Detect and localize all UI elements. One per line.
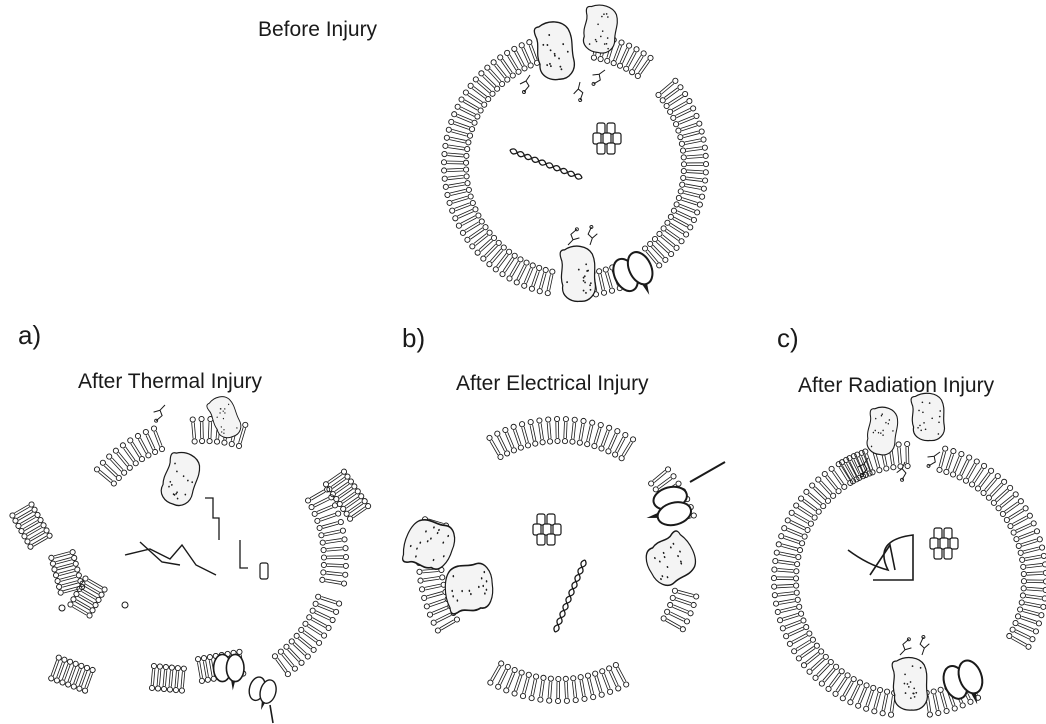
channel-tail [270,705,273,723]
channel-tail [690,462,725,482]
membrane-protein [639,528,702,590]
glycan-chain [895,462,908,482]
panel-c-title: After Radiation Injury [798,374,994,398]
membrane-protein [863,405,900,457]
title-before-injury: Before Injury [258,18,377,42]
cytoskeletal-filament [533,514,561,545]
lipid-bilayer-segment [441,40,555,296]
filament-block [260,563,268,579]
unfolded-filament [205,498,248,568]
lipid-bilayer-segment [94,426,164,486]
radiation-injury-cell [771,393,1046,717]
membrane-protein [560,246,595,301]
lipid-head [59,605,65,611]
lipid-bilayer-segment [661,588,699,632]
thermal-injury-cell [9,393,372,723]
membrane-protein [398,514,459,576]
cytoskeletal-filament [930,528,958,559]
glycan-chain [568,227,581,247]
denatured-strand [125,545,216,575]
membrane-protein [534,20,576,81]
lipid-bilayer-segment [488,661,629,704]
panel-c-letter: c) [777,323,799,354]
glycan-chain [924,449,940,470]
lipid-bilayer-segment [305,487,348,586]
glycan-chain [571,82,587,103]
dna-strand [554,560,586,632]
membrane-protein [911,393,944,440]
glycan-chain [917,635,931,655]
ion-channel [214,654,244,690]
dna-strand [510,149,582,179]
electrical-injury-cell [398,416,725,703]
bilayer-fragment [48,549,85,596]
bilayer-fragment [48,654,96,694]
lipid-bilayer-segment [642,78,708,268]
membrane-protein [892,658,927,711]
ion-channel [640,483,693,531]
panel-a-letter: a) [18,320,41,351]
ion-channel [245,675,279,712]
damaged-strand [870,545,895,575]
lipid-head [122,602,128,608]
glycan-chain [520,75,530,94]
glycan-chain [900,637,913,657]
cytoskeletal-filament [593,123,621,154]
membrane-protein [579,3,620,55]
glycan-chain [152,403,165,423]
membrane-protein [443,562,494,614]
panel-b-letter: b) [402,323,425,354]
panel-b-title: After Electrical Injury [456,372,649,396]
intact-cell-membrane [441,3,708,305]
bilayer-fragment [149,663,186,693]
damaged-strand [848,535,913,580]
lipid-bilayer-segment [771,450,896,717]
bilayer-fragment [9,501,53,550]
membrane-protein [156,448,205,509]
glycan-chain [585,225,599,245]
lipid-bilayer-segment [272,594,341,676]
lipid-bilayer-segment [487,416,636,460]
panel-a-title: After Thermal Injury [78,370,262,394]
glycan-chain [589,67,605,88]
